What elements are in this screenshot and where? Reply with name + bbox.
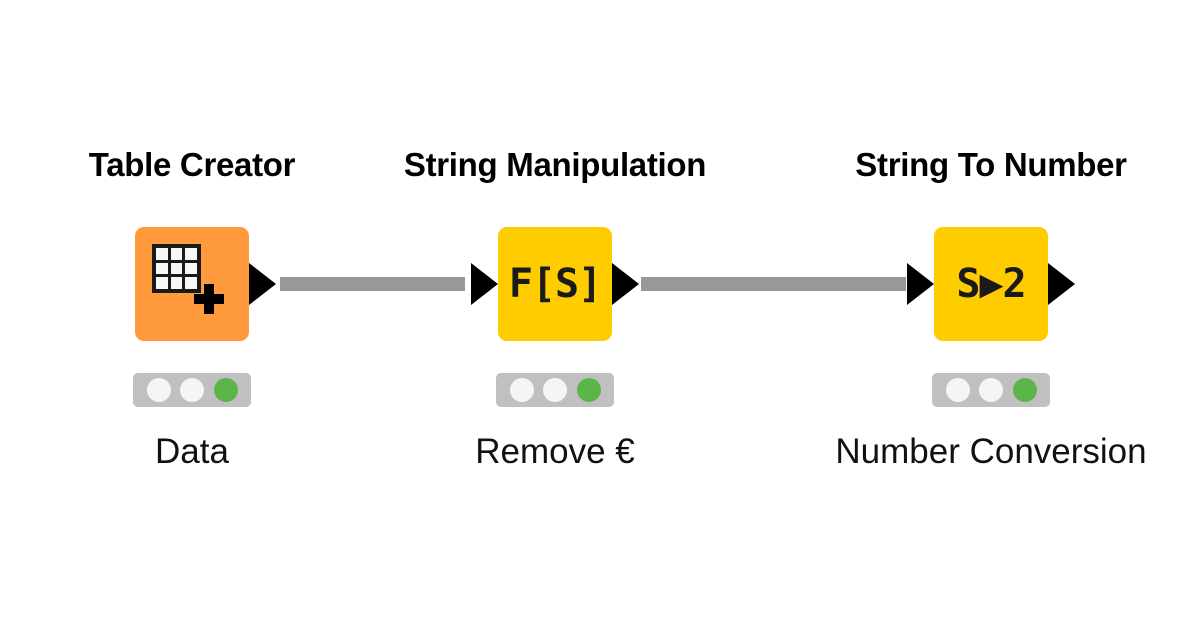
node-box-string-manipulation[interactable]: F[S] bbox=[471, 227, 639, 341]
node-label-table-creator: Data bbox=[155, 432, 229, 471]
table-grid-icon bbox=[152, 244, 201, 293]
status-led-idle-2 bbox=[180, 378, 204, 402]
status-bar-string-to-number bbox=[932, 373, 1050, 407]
node-title-string-to-number: String To Number bbox=[855, 146, 1127, 183]
status-bar-string-manipulation bbox=[496, 373, 614, 407]
node-label-string-to-number: Number Conversion bbox=[835, 432, 1147, 471]
status-led-idle-1 bbox=[945, 378, 970, 402]
input-port-string-manipulation[interactable] bbox=[471, 263, 498, 305]
node-title-string-manipulation: String Manipulation bbox=[403, 146, 707, 183]
output-port-string-manipulation[interactable] bbox=[612, 263, 639, 305]
table-grid-plus-icon bbox=[152, 244, 228, 320]
input-port-string-to-number[interactable] bbox=[907, 263, 934, 305]
connection-wire-table-creator-to-string-manipulation[interactable] bbox=[280, 277, 465, 291]
node-string-manipulation[interactable]: String Manipulation F[S] Remove € bbox=[404, 145, 707, 473]
status-led-idle-1 bbox=[509, 378, 534, 402]
status-led-executed bbox=[1012, 378, 1037, 402]
node-body-string-to-number: S▶2 bbox=[907, 227, 1075, 341]
string-to-number-icon: S▶2 bbox=[956, 261, 1026, 307]
status-bar-table-creator bbox=[133, 373, 251, 407]
status-led-executed bbox=[213, 378, 238, 402]
connection-wire-string-manipulation-to-string-to-number[interactable] bbox=[641, 277, 906, 291]
string-function-icon: F[S] bbox=[508, 261, 602, 307]
node-title-table-creator: Table Creator bbox=[88, 146, 296, 183]
output-port-table-creator[interactable] bbox=[249, 263, 276, 305]
node-box-string-to-number[interactable]: S▶2 bbox=[907, 227, 1075, 341]
node-string-to-number[interactable]: String To Number S▶2 Number Conversion bbox=[835, 145, 1146, 473]
output-port-string-to-number[interactable] bbox=[1048, 263, 1075, 305]
status-led-idle-1 bbox=[146, 378, 171, 402]
status-led-idle-2 bbox=[979, 378, 1003, 402]
node-label-string-manipulation: Remove € bbox=[475, 432, 635, 471]
node-box-table-creator[interactable] bbox=[135, 227, 276, 341]
node-body-table-creator bbox=[135, 227, 276, 341]
plus-icon bbox=[194, 284, 224, 314]
status-led-executed bbox=[576, 378, 601, 402]
node-body-string-manipulation: F[S] bbox=[471, 227, 639, 341]
node-table-creator[interactable]: Table Creator Data bbox=[77, 145, 307, 473]
status-led-idle-2 bbox=[543, 378, 567, 402]
